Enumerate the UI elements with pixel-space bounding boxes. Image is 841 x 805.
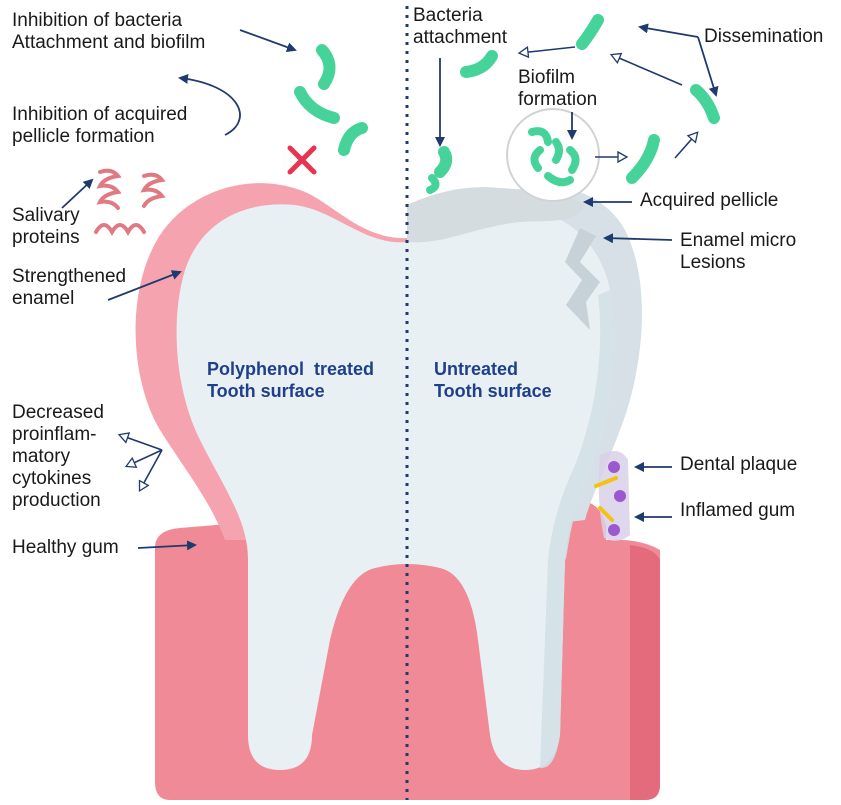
label-line: Tooth surface: [207, 380, 374, 402]
bacterium-icon: [300, 92, 334, 118]
label-line: Untreated: [434, 358, 552, 380]
bacterium-icon: [322, 50, 330, 84]
protein-coil-icon: [96, 171, 162, 232]
label-line: Biofilm: [518, 67, 597, 89]
label-line: Strengthened: [12, 266, 126, 288]
label-healthy-gum: Healthy gum: [12, 537, 119, 559]
bacterium-icon: [344, 128, 362, 150]
arrow-dissemination-1: [640, 27, 698, 37]
label-line: proinflam-: [12, 424, 104, 446]
cross-icon: [290, 148, 314, 172]
label-line: Bacteria: [413, 5, 507, 27]
label-line: Lesions: [680, 252, 796, 274]
label-salivary-proteins: Salivary proteins: [12, 205, 80, 249]
label-treated-surface: Polyphenol treated Tooth surface: [207, 358, 374, 402]
arrow-salivary-proteins: [62, 180, 92, 208]
label-inhibition-pellicle: Inhibition of acquired pellicle formatio…: [12, 104, 187, 148]
label-acquired-pellicle: Acquired pellicle: [640, 190, 778, 212]
label-biofilm-formation: Biofilm formation: [518, 67, 597, 111]
label-dissemination: Dissemination: [704, 26, 823, 48]
label-line: Inhibition of acquired: [12, 104, 187, 126]
label-line: cytokines: [12, 468, 104, 490]
microbe-icon: [614, 490, 626, 502]
label-line: matory: [12, 446, 104, 468]
label-decreased-cytokines: Decreased proinflam- matory cytokines pr…: [12, 402, 104, 512]
label-untreated-surface: Untreated Tooth surface: [434, 358, 552, 402]
bacterium-icon: [582, 20, 598, 44]
label-line: pellicle formation: [12, 126, 187, 148]
arrow-inhibition-pellicle: [180, 78, 240, 135]
label-inflamed-gum: Inflamed gum: [680, 500, 795, 522]
label-line: formation: [518, 89, 597, 111]
label-line: production: [12, 490, 104, 512]
bacterium-icon: [430, 178, 436, 190]
label-inhibition-bacteria: Inhibition of bacteria Attachment and bi…: [12, 10, 205, 54]
label-line: Polyphenol treated: [207, 358, 374, 380]
microbe-icon: [608, 524, 620, 536]
label-line: Salivary: [12, 205, 80, 227]
label-dental-plaque: Dental plaque: [680, 454, 797, 476]
label-enamel-micro-lesions: Enamel micro Lesions: [680, 230, 796, 274]
label-line: Attachment and biofilm: [12, 32, 205, 54]
bacterium-icon: [440, 152, 446, 172]
label-line: enamel: [12, 288, 126, 310]
label-line: Tooth surface: [434, 380, 552, 402]
label-line: Enamel micro: [680, 230, 796, 252]
biofilm-cluster: [507, 109, 599, 201]
microbe-icon: [608, 461, 620, 473]
bacterium-icon: [696, 90, 714, 118]
label-line: attachment: [413, 27, 507, 49]
left-bacteria: [300, 50, 362, 150]
bacterium-icon: [632, 140, 654, 178]
label-bacteria-attachment: Bacteria attachment: [413, 5, 507, 49]
label-strengthened-enamel: Strengthened enamel: [12, 266, 126, 310]
label-line: proteins: [12, 227, 80, 249]
label-line: Inhibition of bacteria: [12, 10, 205, 32]
bacterium-icon: [466, 56, 492, 72]
arrow-inhibition-bacteria: [240, 30, 295, 50]
label-line: Decreased: [12, 402, 104, 424]
